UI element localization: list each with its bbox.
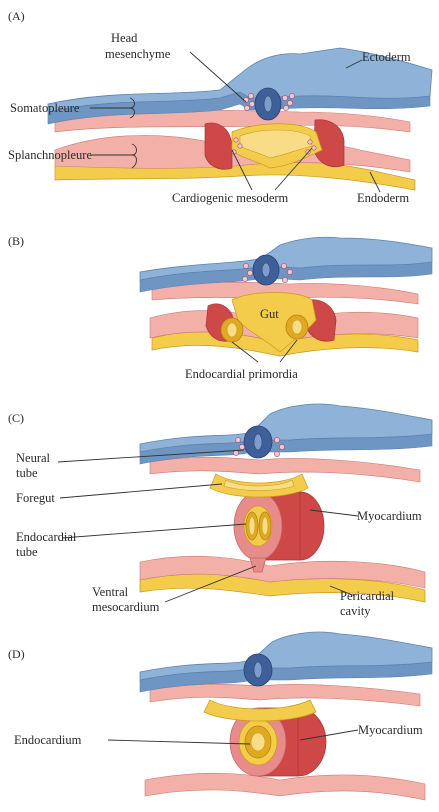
panel-c-label: (C) bbox=[8, 411, 24, 425]
label-cardiogenic-mesoderm: Cardiogenic mesoderm bbox=[172, 191, 289, 205]
panel-c: (C) Neural tube bbox=[8, 404, 432, 618]
label-endocardium: Endocardium bbox=[14, 733, 82, 747]
label-ventral: Ventral bbox=[92, 585, 129, 599]
label-endocardial-tube: tube bbox=[16, 545, 38, 559]
label-neural-tube: tube bbox=[16, 466, 38, 480]
panel-b-label: (B) bbox=[8, 234, 24, 248]
label-somatopleure: Somatopleure bbox=[10, 101, 80, 115]
label-pericardial-cavity: cavity bbox=[340, 604, 371, 618]
label-ectoderm: Ectoderm bbox=[362, 50, 411, 64]
panel-a: (A) Head mesen bbox=[8, 9, 432, 205]
label-endocardial: Endocardial bbox=[16, 530, 77, 544]
label-splanchnopleure: Splanchnopleure bbox=[8, 148, 92, 162]
label-head: Head bbox=[111, 31, 138, 45]
label-ventral-mesocardium: mesocardium bbox=[92, 600, 160, 614]
panel-b: (B) Gut Endocardial primordia bbox=[8, 234, 432, 381]
label-myocardium-c: Myocardium bbox=[357, 509, 422, 523]
label-neural: Neural bbox=[16, 451, 51, 465]
label-gut: Gut bbox=[260, 307, 279, 321]
panel-d: (D) Endocardium Myocardium bbox=[8, 632, 432, 800]
label-pericardial: Pericardial bbox=[340, 589, 395, 603]
label-mesenchyme: mesenchyme bbox=[105, 47, 171, 61]
panel-d-label: (D) bbox=[8, 647, 25, 661]
label-myocardium-d: Myocardium bbox=[358, 723, 423, 737]
label-foregut: Foregut bbox=[16, 491, 55, 505]
panel-a-label: (A) bbox=[8, 9, 25, 23]
label-endoderm: Endoderm bbox=[357, 191, 409, 205]
label-endocardial-primordia: Endocardial primordia bbox=[185, 367, 298, 381]
